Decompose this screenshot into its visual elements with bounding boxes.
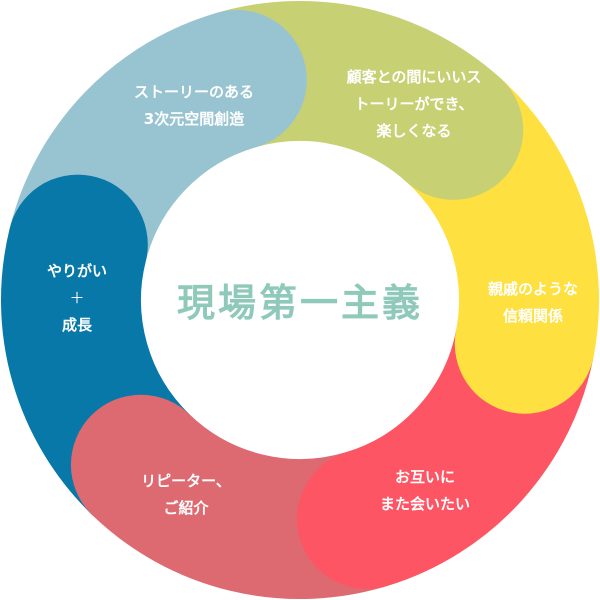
segment-label-customer-story: 顧客との間にいいス トーリーができ、 楽しくなる <box>347 64 482 145</box>
label-line: 顧客との間にいいス <box>346 68 482 86</box>
label-line: ストーリーのある <box>133 83 255 101</box>
segment-label-trust: 親戚のような 信頼関係 <box>488 276 578 330</box>
segment-cap-story-space <box>166 9 307 150</box>
label-line: 信頼関係 <box>502 307 564 325</box>
segment-label-meet-again: お互いに また会いたい <box>380 464 470 518</box>
label-line: 楽しくなる <box>376 122 452 140</box>
label-line: 3次元空間創造 <box>143 110 245 128</box>
segment-label-yarigai: やりがい ＋ 成長 <box>47 258 107 339</box>
label-line: 親戚のような <box>487 280 579 298</box>
segment-label-repeater: リピーター、 ご紹介 <box>141 468 231 522</box>
label-line: お互いに <box>394 468 456 486</box>
segment-cap-meet-again <box>296 448 437 589</box>
segment-cap-customer-story <box>383 59 524 200</box>
segment-cap-repeater <box>70 394 211 535</box>
label-line: 成長 <box>61 316 93 334</box>
label-line: ＋ <box>69 289 85 307</box>
segment-cap-yarigai <box>7 174 148 315</box>
label-line: やりがい <box>46 262 108 280</box>
label-line: ご紹介 <box>163 499 209 517</box>
segment-label-story-space: ストーリーのある 3次元空間創造 <box>134 79 254 133</box>
label-line: また会いたい <box>379 495 471 513</box>
label-line: リピーター、 <box>141 472 231 490</box>
segment-cap-trust <box>454 273 595 414</box>
label-line: トーリーができ、 <box>354 95 474 113</box>
center-title: 現場第一主義 <box>176 281 424 325</box>
